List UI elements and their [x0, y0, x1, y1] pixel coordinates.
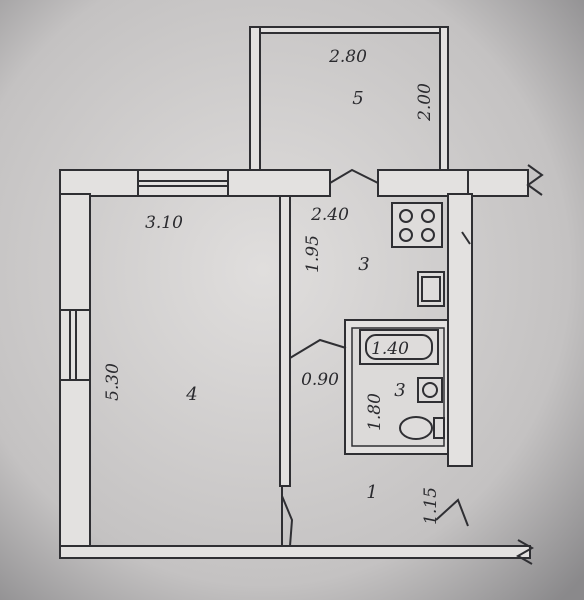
kitchen-number-label: 3 [358, 254, 369, 275]
stove-icon [391, 202, 443, 248]
washbasin-icon [417, 377, 443, 403]
kitchen-sink-icon [417, 271, 445, 307]
living-room-outline [89, 195, 291, 547]
hallway-length-label: 1.15 [421, 487, 441, 525]
living-room-length-label: 5.30 [103, 363, 123, 401]
kitchen-width-label: 2.40 [310, 205, 349, 225]
kitchen-length-label: 1.95 [303, 235, 323, 273]
doors [281, 168, 471, 547]
bathroom-length-label: 1.80 [365, 393, 385, 431]
living-room-number-label: 4 [185, 384, 197, 405]
toilet-icon [399, 416, 445, 440]
bathroom-width-label: 1.40 [371, 339, 409, 359]
living-room-width-label: 3.10 [145, 213, 183, 233]
bathroom-number-label: 3 [394, 380, 405, 401]
balcony-width-label: 2.80 [328, 47, 367, 67]
balcony-length-label: 2.00 [415, 83, 435, 122]
hallway-number-label: 1 [366, 482, 377, 503]
hallway-width-label: 0.90 [301, 370, 339, 390]
balcony-number-label: 5 [352, 88, 363, 109]
bathtub-icon [359, 329, 439, 365]
